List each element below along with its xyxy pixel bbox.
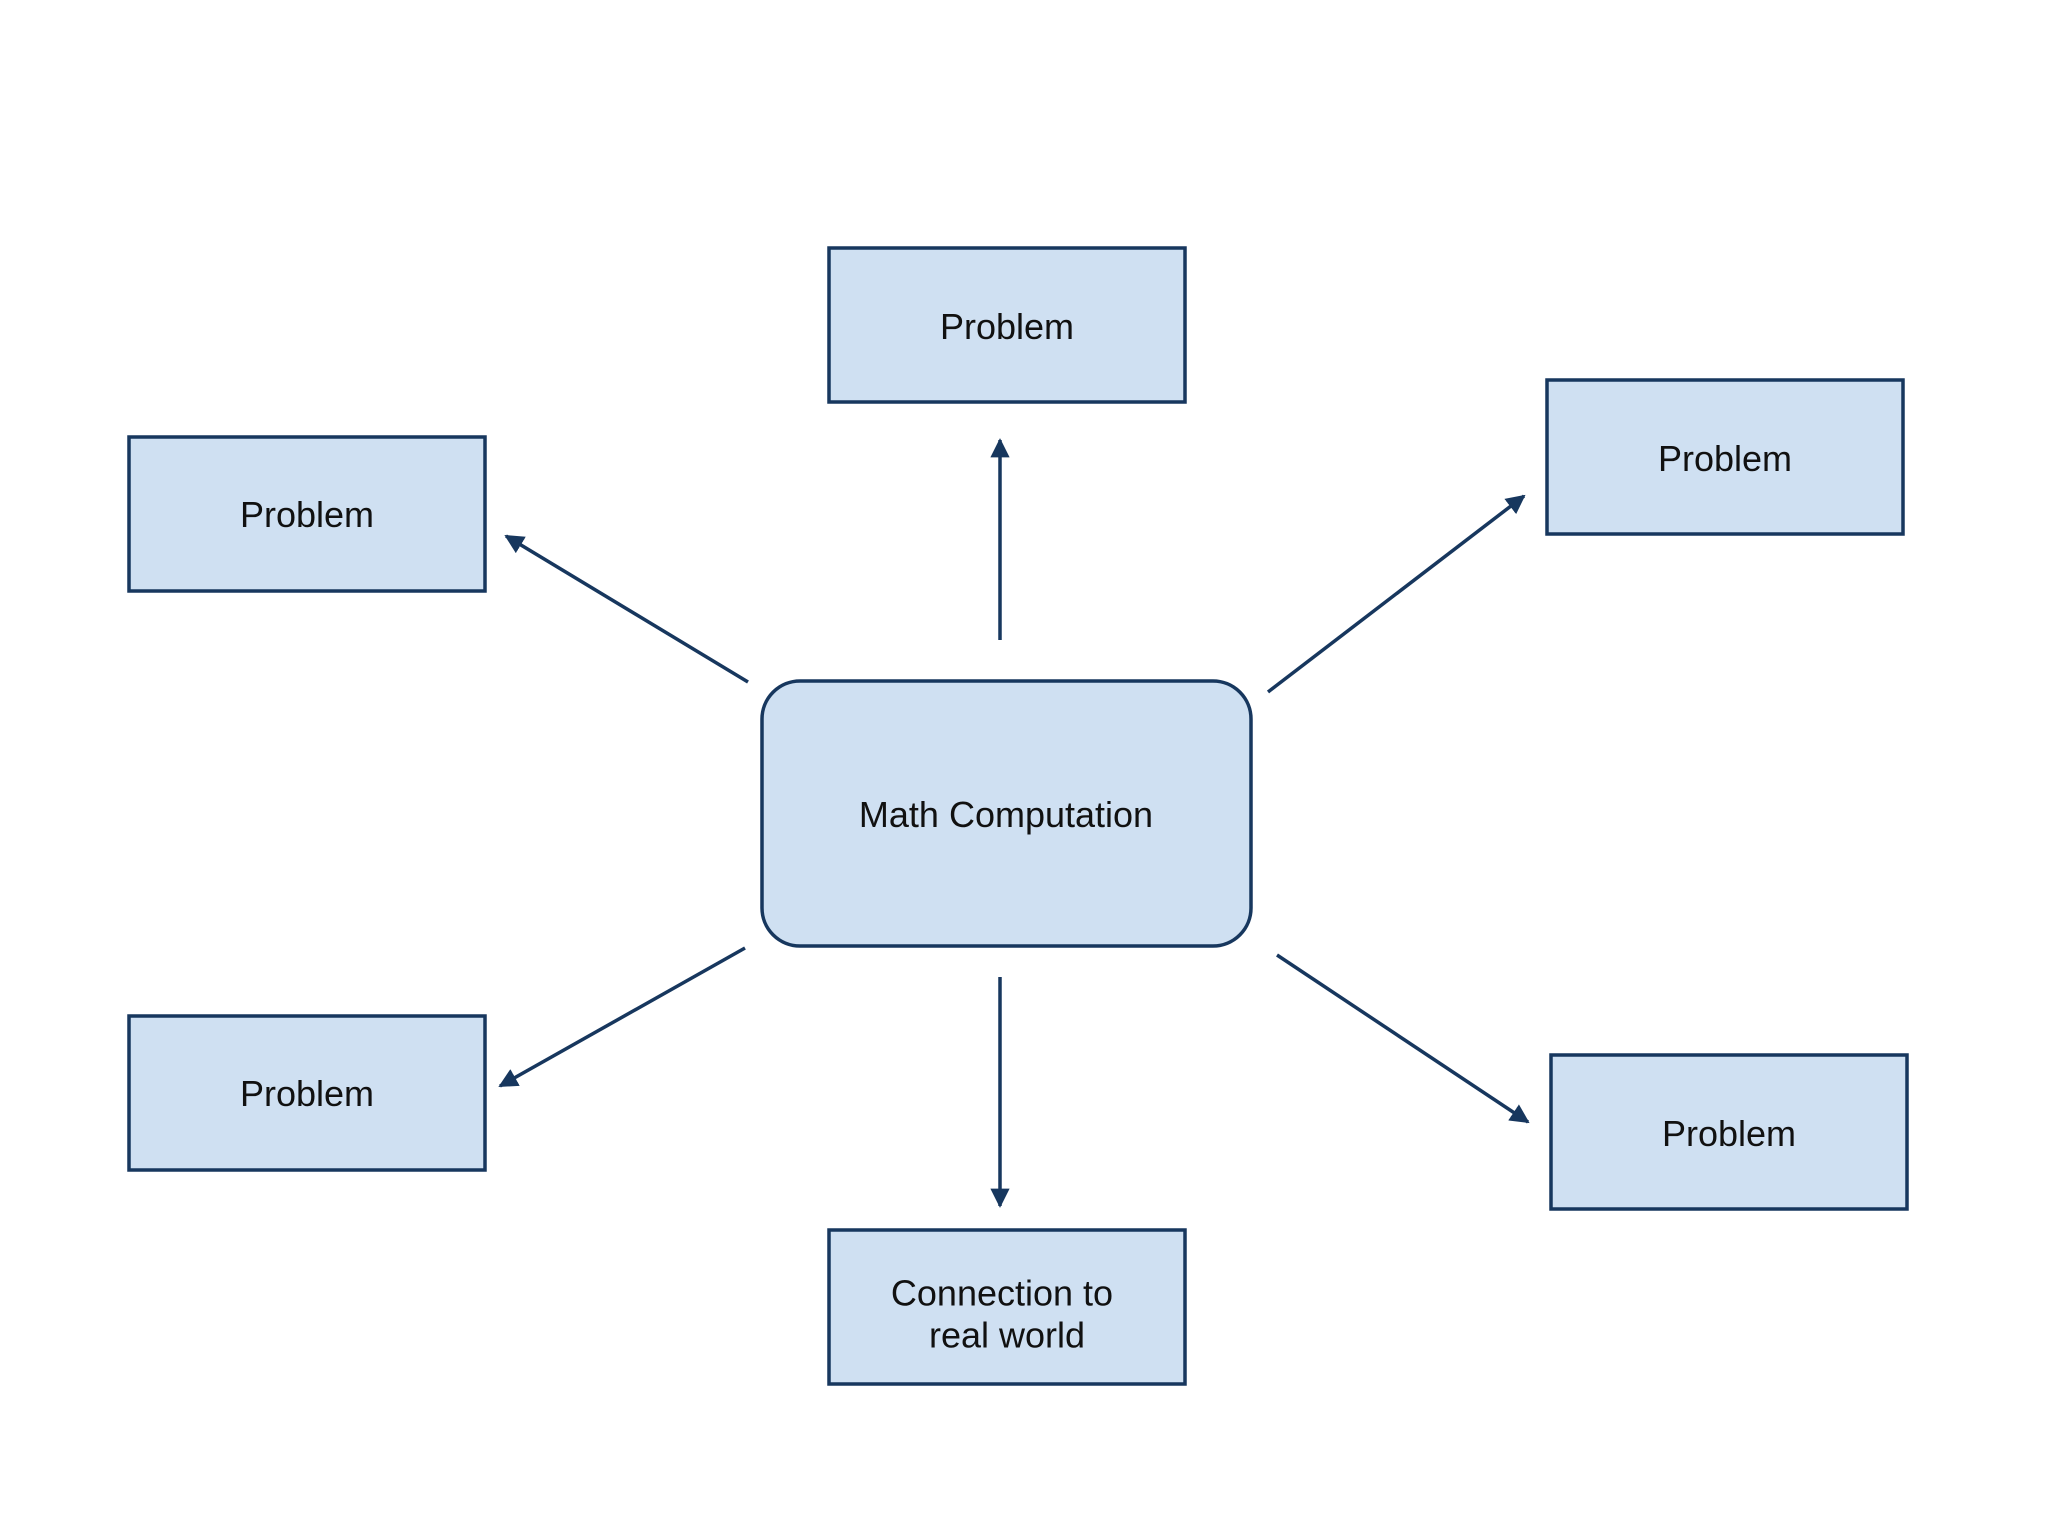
center-node-math-computation: Math Computation	[760, 679, 1253, 948]
node-top-problem: Problem	[827, 246, 1187, 404]
node-bottom-label: Connection to real world	[891, 1260, 1123, 1356]
node-bottom-label-line-1: Connection to	[891, 1273, 1113, 1314]
node-lower-right-problem: Problem	[1549, 1053, 1909, 1211]
node-upper-left-problem: Problem	[127, 435, 487, 593]
arrow-to-lower-right	[1276, 953, 1530, 1124]
arrow-to-upper-left	[504, 534, 749, 684]
node-upper-left-label: Problem	[240, 494, 374, 535]
node-bottom-label-line-2: real world	[929, 1315, 1085, 1356]
node-lower-right-label: Problem	[1662, 1113, 1796, 1154]
node-lower-left-label: Problem	[240, 1073, 374, 1114]
arrow-to-upper-right	[1266, 494, 1526, 694]
node-upper-right-problem: Problem	[1545, 378, 1905, 536]
node-lower-left-problem: Problem	[127, 1014, 487, 1172]
node-top-label: Problem	[940, 306, 1074, 347]
center-node-label: Math Computation	[859, 794, 1153, 835]
arrow-to-lower-left	[498, 946, 746, 1088]
edges	[498, 438, 1530, 1208]
node-bottom-connection: Connection to real world	[827, 1228, 1187, 1386]
node-upper-right-label: Problem	[1658, 438, 1792, 479]
